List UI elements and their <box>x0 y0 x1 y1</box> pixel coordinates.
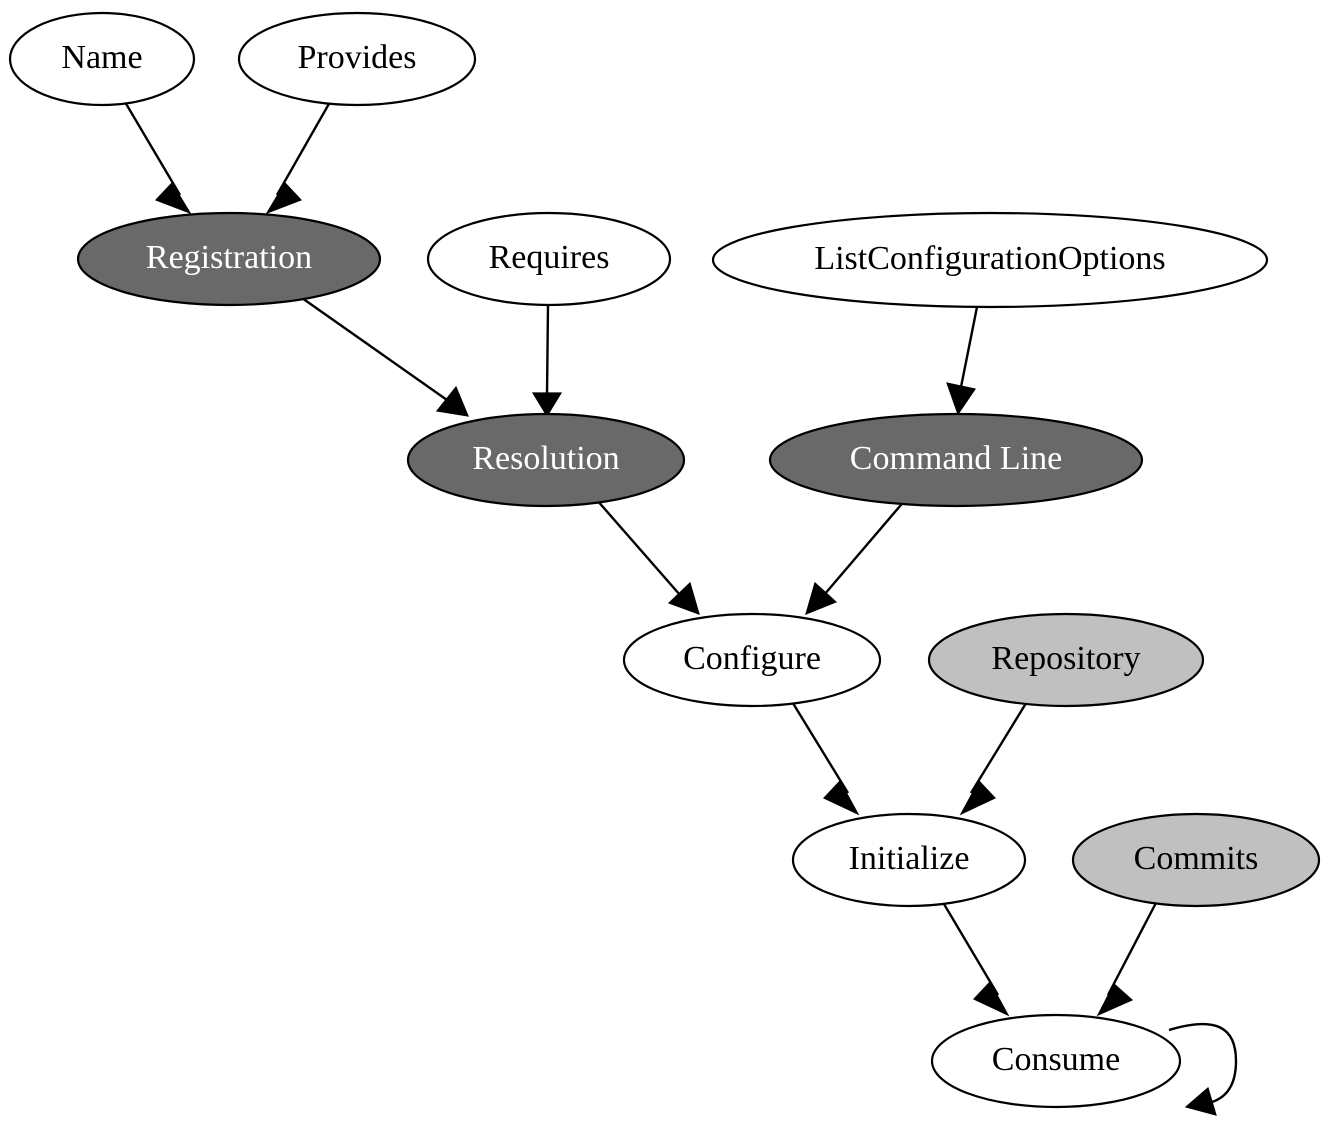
node-resolution[interactable]: Resolution <box>406 412 686 508</box>
edge-line <box>301 297 448 401</box>
node-shape-name[interactable] <box>8 11 196 107</box>
node-shape-resolution[interactable] <box>406 412 686 508</box>
edge-commandline-configure[interactable]: Command Line → Configure <box>805 498 907 616</box>
node-initialize[interactable]: Initialize <box>791 812 1027 908</box>
arrowhead-icon <box>946 382 976 416</box>
node-requires[interactable]: Requires <box>426 211 672 307</box>
edge-line <box>1168 1022 1238 1104</box>
arrowhead-icon <box>959 779 997 816</box>
edge-line <box>595 498 681 596</box>
edge-commits-consume[interactable]: Commits → Consume <box>1096 898 1160 1017</box>
edge-requires-resolution[interactable]: Requires → Resolution <box>531 304 563 418</box>
edge-consume-consume-self-loop[interactable]: Consume → Consume <box>1168 1022 1238 1116</box>
node-shape-configure[interactable] <box>622 612 882 708</box>
arrowhead-icon <box>805 581 838 616</box>
edge-line <box>789 699 850 794</box>
node-shape-consume[interactable] <box>930 1013 1182 1109</box>
node-shape-provides[interactable] <box>237 11 477 107</box>
arrowhead-icon <box>1096 983 1134 1017</box>
arrowhead-icon <box>972 980 1010 1017</box>
node-shape-registration[interactable] <box>76 211 382 307</box>
edge-line <box>545 304 550 396</box>
edge-repository-initialize[interactable]: Repository → Initialize <box>959 699 1030 816</box>
node-commandline[interactable]: Command Line <box>768 412 1144 508</box>
node-provides[interactable]: Provides <box>237 11 477 107</box>
arrowhead-icon <box>154 182 192 215</box>
edge-provides-registration[interactable]: Provides → Registration <box>265 101 332 215</box>
node-shape-commandline[interactable] <box>768 412 1144 508</box>
edge-name-registration[interactable]: Name → Registration <box>123 101 192 215</box>
node-shape-repository[interactable] <box>927 612 1205 708</box>
node-listconfig[interactable]: ListConfigurationOptions <box>711 211 1269 309</box>
node-repository[interactable]: Repository <box>927 612 1205 708</box>
edge-line <box>275 101 332 196</box>
arrowhead-icon <box>1184 1086 1217 1116</box>
edge-listconfig-commandline[interactable]: ListConfigurationOptions → Command Line <box>946 306 979 416</box>
node-name[interactable]: Name <box>8 11 196 107</box>
edge-configure-initialize[interactable]: Configure → Initialize <box>789 699 860 816</box>
edge-line <box>959 306 979 388</box>
edge-line <box>1106 898 1160 996</box>
arrowhead-icon <box>265 182 303 215</box>
arrowhead-icon <box>531 392 563 418</box>
edge-initialize-consume[interactable]: Initialize → Consume <box>939 898 1010 1017</box>
edge-line <box>939 898 1000 996</box>
edge-line <box>969 699 1030 794</box>
arrowhead-icon <box>435 385 469 417</box>
node-registration[interactable]: Registration <box>76 211 382 307</box>
node-commits[interactable]: Commits <box>1071 812 1321 908</box>
node-consume[interactable]: Consume <box>930 1013 1182 1109</box>
node-shape-commits[interactable] <box>1071 812 1321 908</box>
node-shape-listconfig[interactable] <box>711 211 1269 309</box>
arrowhead-icon <box>822 779 860 816</box>
arrowhead-icon <box>667 581 700 615</box>
edge-resolution-configure[interactable]: Resolution → Configure <box>595 498 700 615</box>
node-shape-initialize[interactable] <box>791 812 1027 908</box>
edge-line <box>823 498 907 596</box>
edges-layer: Name → Registration Provides → Registrati… <box>123 101 1238 1116</box>
node-configure[interactable]: Configure <box>622 612 882 708</box>
node-shape-requires[interactable] <box>426 211 672 307</box>
edge-line <box>123 101 182 196</box>
edge-registration-resolution[interactable]: Registration → Resolution <box>301 297 469 417</box>
